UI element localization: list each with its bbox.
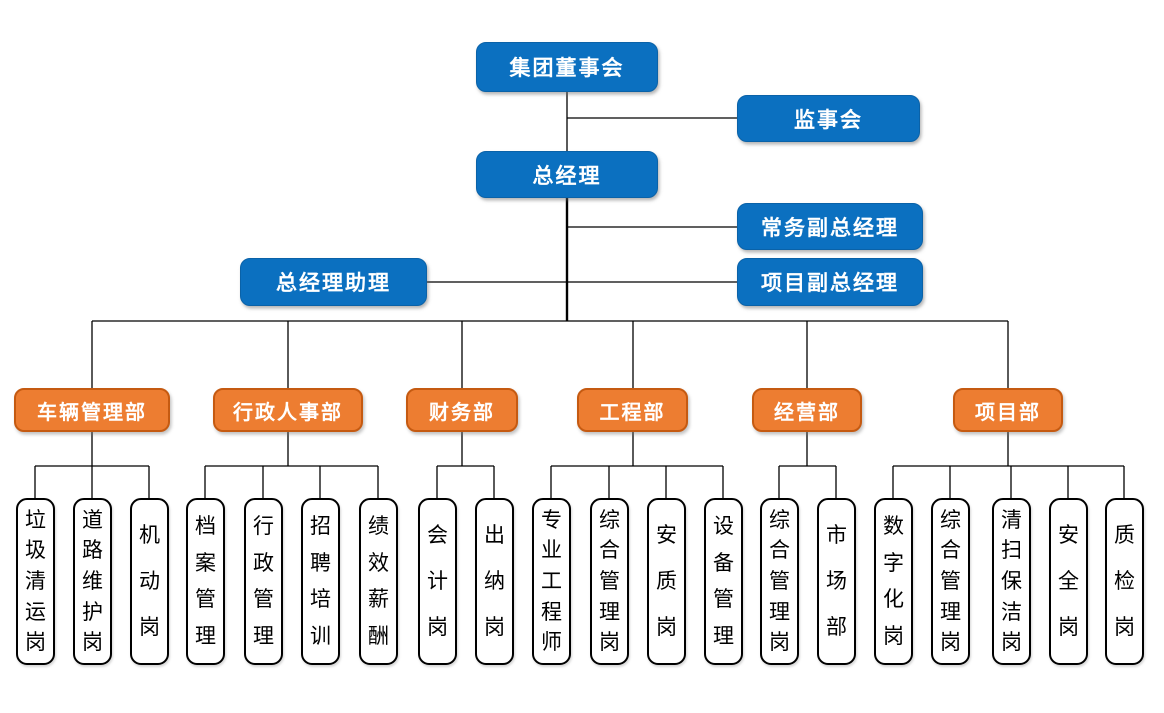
position-label: 会计岗	[427, 524, 448, 639]
dept-finance: 财务部	[406, 388, 518, 432]
position-label: 设备管理	[713, 514, 734, 649]
position-label: 专业工程师	[541, 508, 562, 655]
position-box: 综合管理岗	[590, 498, 629, 665]
position-box: 综合管理岗	[931, 498, 970, 665]
position-box: 会计岗	[418, 498, 457, 665]
position-label: 清扫保洁岗	[1001, 508, 1022, 655]
position-label: 质检岗	[1114, 524, 1135, 639]
position-label: 行政管理	[253, 514, 274, 649]
node-executive-deputy-gm: 常务副总经理	[737, 203, 923, 250]
position-box: 安质岗	[647, 498, 686, 665]
position-box: 数字化岗	[874, 498, 913, 665]
position-box: 综合管理岗	[760, 498, 799, 665]
position-label: 综合管理岗	[769, 508, 790, 655]
node-supervisory-board: 监事会	[737, 95, 920, 142]
position-box: 档案管理	[186, 498, 225, 665]
position-box: 设备管理	[704, 498, 743, 665]
position-box: 绩效薪酬	[359, 498, 398, 665]
dept-operations: 经营部	[752, 388, 862, 432]
position-label: 安全岗	[1058, 524, 1079, 639]
node-project-deputy-gm: 项目副总经理	[737, 258, 923, 306]
position-box: 垃圾清运岗	[16, 498, 55, 665]
position-label: 安质岗	[656, 524, 677, 639]
dept-engineering: 工程部	[577, 388, 688, 432]
position-label: 招聘培训	[310, 514, 331, 649]
position-box: 市场部	[817, 498, 856, 665]
position-label: 绩效薪酬	[368, 514, 389, 649]
dept-vehicle-management: 车辆管理部	[14, 388, 170, 432]
position-box: 行政管理	[244, 498, 283, 665]
position-label: 垃圾清运岗	[25, 508, 46, 655]
position-label: 综合管理岗	[940, 508, 961, 655]
position-box: 道路维护岗	[73, 498, 112, 665]
position-box: 专业工程师	[532, 498, 571, 665]
position-box: 出纳岗	[475, 498, 514, 665]
position-box: 招聘培训	[301, 498, 340, 665]
dept-admin-hr: 行政人事部	[213, 388, 363, 432]
dept-project: 项目部	[953, 388, 1063, 432]
position-label: 出纳岗	[484, 524, 505, 639]
node-gm-assistant: 总经理助理	[240, 258, 427, 306]
position-box: 机动岗	[130, 498, 169, 665]
position-label: 机动岗	[139, 524, 160, 639]
node-board-of-directors: 集团董事会	[476, 42, 658, 92]
node-general-manager: 总经理	[476, 151, 658, 198]
position-label: 数字化岗	[883, 514, 904, 649]
position-label: 档案管理	[195, 514, 216, 649]
position-box: 质检岗	[1105, 498, 1144, 665]
position-label: 综合管理岗	[599, 508, 620, 655]
position-box: 清扫保洁岗	[992, 498, 1031, 665]
position-label: 市场部	[826, 524, 847, 639]
position-box: 安全岗	[1049, 498, 1088, 665]
position-label: 道路维护岗	[82, 508, 103, 655]
